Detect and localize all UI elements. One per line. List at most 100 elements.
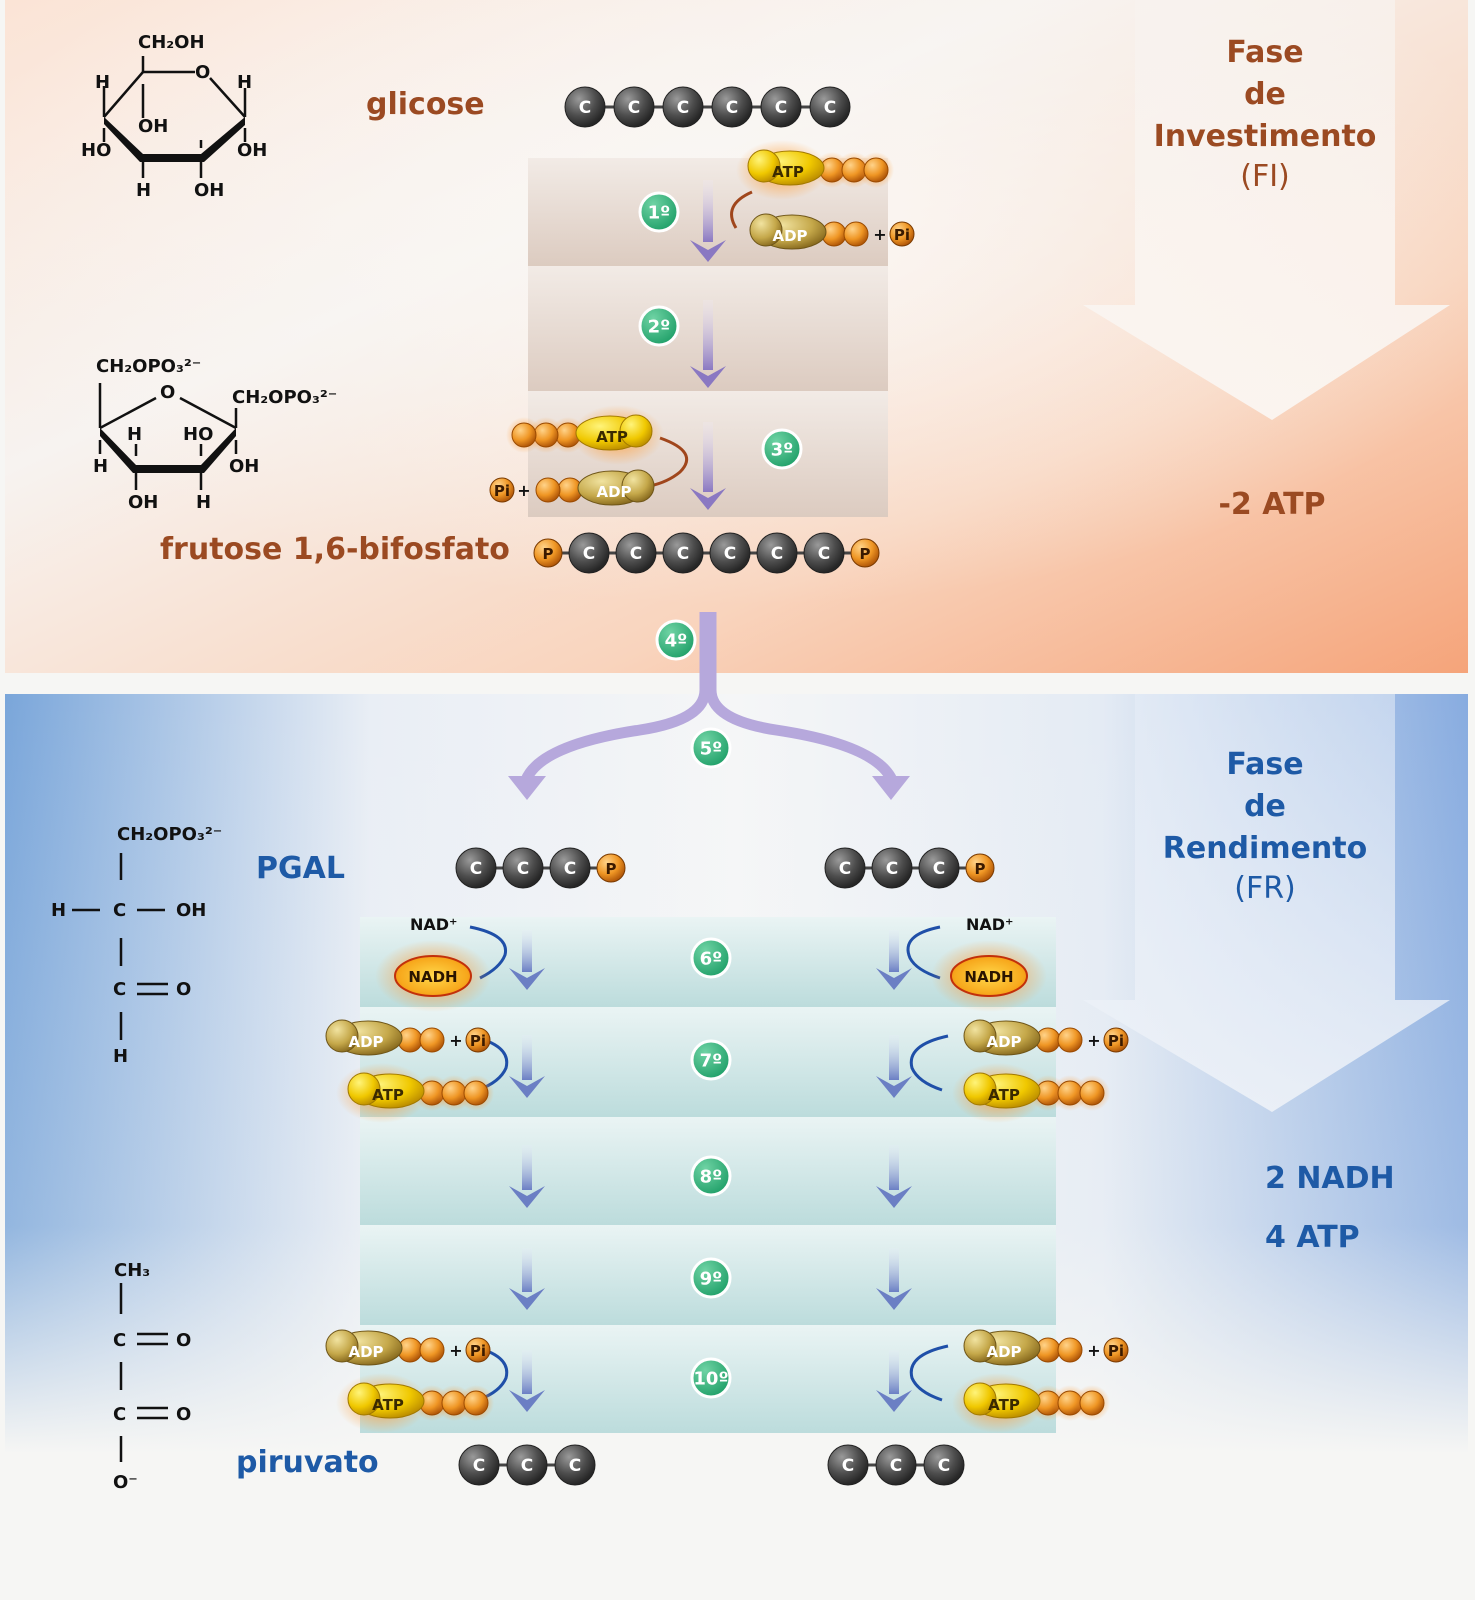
carbon-label: C	[818, 544, 830, 564]
carbon-atom: C	[871, 847, 913, 889]
blue-arrow-8-left	[509, 1145, 545, 1208]
fructose-h3: H	[196, 492, 211, 513]
atp-step-3: ATP	[506, 405, 664, 465]
pi-label: Pi	[470, 1342, 486, 1360]
pgal-ch2opo3: CH₂OPO₃²⁻	[117, 824, 222, 845]
atp-label: ATP	[988, 1396, 1020, 1414]
step-label: 2º	[648, 317, 671, 338]
carbon-atom: C	[549, 847, 591, 889]
label-frutose: frutose 1,6-bifosfato	[160, 532, 510, 567]
inorganic-phosphate: Pi	[489, 477, 515, 503]
glucose-oh3: OH	[194, 180, 224, 201]
carbon-label: C	[521, 1456, 533, 1476]
blue-arrow-7-right	[876, 1035, 912, 1098]
carbon-label: C	[579, 98, 591, 118]
blue-arrow-10-right	[876, 1350, 912, 1412]
phosphate-atom: P	[596, 853, 626, 883]
step-label: 5º	[700, 739, 723, 760]
blue-arrow-6-right	[876, 930, 912, 990]
carbon-atom: C	[662, 532, 704, 574]
transfer-arrow-10-right	[909, 1344, 949, 1402]
glucose-h3: H	[136, 180, 151, 201]
atp-step-7-right: ATP	[952, 1063, 1110, 1123]
nad-plus-label: NAD⁺	[410, 915, 458, 934]
carbon-atom: C	[564, 86, 606, 128]
atp-label: ATP	[372, 1396, 404, 1414]
adp-label: ADP	[986, 1343, 1021, 1361]
plus-sign: +	[1087, 1341, 1100, 1360]
step-badge-8: 8º	[690, 1155, 732, 1197]
adp-label: ADP	[596, 483, 631, 501]
carbon-label: C	[569, 1456, 581, 1476]
energy-molecules: ATPADP+PiATPADP+PiADP+PiATPADP+PiATPADP+…	[325, 140, 1129, 1433]
phase-fr-line2: de	[1244, 789, 1286, 824]
carbon-label: C	[839, 859, 851, 879]
carbon-atom: C	[809, 86, 851, 128]
step-badge-4: 4º	[655, 619, 697, 661]
pyruvate-ch3: CH₃	[114, 1260, 150, 1281]
fructose-ho: HO	[183, 424, 213, 445]
atp-label: ATP	[988, 1086, 1020, 1104]
pyruvate-o2: O	[176, 1404, 191, 1425]
pyruvate-c2: C	[113, 1404, 126, 1425]
carbon-label: C	[517, 859, 529, 879]
carbon-atom: C	[662, 86, 704, 128]
carbon-atom: C	[613, 86, 655, 128]
phosphate-atom: P	[965, 853, 995, 883]
atp-step-10-right: ATP	[952, 1373, 1110, 1433]
phosphate-label: P	[860, 545, 871, 563]
adp-step-1: ADP+Pi	[749, 213, 915, 250]
phase-fi-line1: Fase	[1226, 35, 1303, 70]
pi-label: Pi	[494, 482, 510, 500]
atp-label: ATP	[772, 163, 804, 181]
carbon-label: C	[470, 859, 482, 879]
fructose-oh2: OH	[128, 492, 158, 513]
blue-arrow-6-left	[509, 930, 545, 990]
carbon-atom: C	[923, 1444, 965, 1486]
pi-label: Pi	[1108, 1342, 1124, 1360]
step-badge-9: 9º	[690, 1257, 732, 1299]
step-badge-7: 7º	[690, 1039, 732, 1081]
carbon-atom: C	[827, 1444, 869, 1486]
carbon-label: C	[890, 1456, 902, 1476]
carbon-label: C	[726, 98, 738, 118]
phase-fr-result-nadh: 2 NADH	[1265, 1161, 1395, 1196]
pi-label: Pi	[470, 1032, 486, 1050]
blue-arrow-9-left	[509, 1248, 545, 1310]
label-glicose: glicose	[366, 87, 485, 122]
adp-step-10-right: ADP + Pi	[963, 1329, 1129, 1366]
carbon-label: C	[677, 98, 689, 118]
fructose-ch2opo3-right: CH₂OPO₃²⁻	[232, 387, 337, 408]
carbon-atom: C	[803, 532, 845, 574]
carbon-atom: C	[875, 1444, 917, 1486]
step-label: 10º	[693, 1369, 728, 1390]
carbon-label: C	[938, 1456, 950, 1476]
pyruvate-structure: CH₃ C O C O O⁻	[113, 1260, 191, 1493]
glucose-ho: HO	[81, 140, 111, 161]
blue-arrow-7-left	[509, 1035, 545, 1098]
carbon-atom: C	[568, 532, 610, 574]
pyruvate-o1: O	[176, 1330, 191, 1351]
inorganic-phosphate: Pi	[1103, 1027, 1129, 1053]
phosphate-label: P	[543, 545, 554, 563]
phosphate-label: P	[606, 860, 617, 878]
adp-label: ADP	[772, 227, 807, 245]
adp-step-10-left: ADP+Pi	[325, 1329, 491, 1366]
investment-phase-arrow	[1083, 0, 1450, 420]
inorganic-phosphate: Pi	[465, 1337, 491, 1363]
step-badge-10: 10º	[690, 1357, 732, 1399]
fructose-h2: H	[93, 456, 108, 477]
step-badge-1: 1º	[638, 191, 680, 233]
step-label: 7º	[700, 1051, 723, 1072]
blue-arrow-8-right	[876, 1145, 912, 1208]
transfer-arrow-step-1	[730, 190, 753, 229]
glucose-ring-o: O	[195, 62, 210, 83]
plus-sign: +	[1087, 1031, 1100, 1050]
carbon-label: C	[842, 1456, 854, 1476]
carbon-label: C	[564, 859, 576, 879]
